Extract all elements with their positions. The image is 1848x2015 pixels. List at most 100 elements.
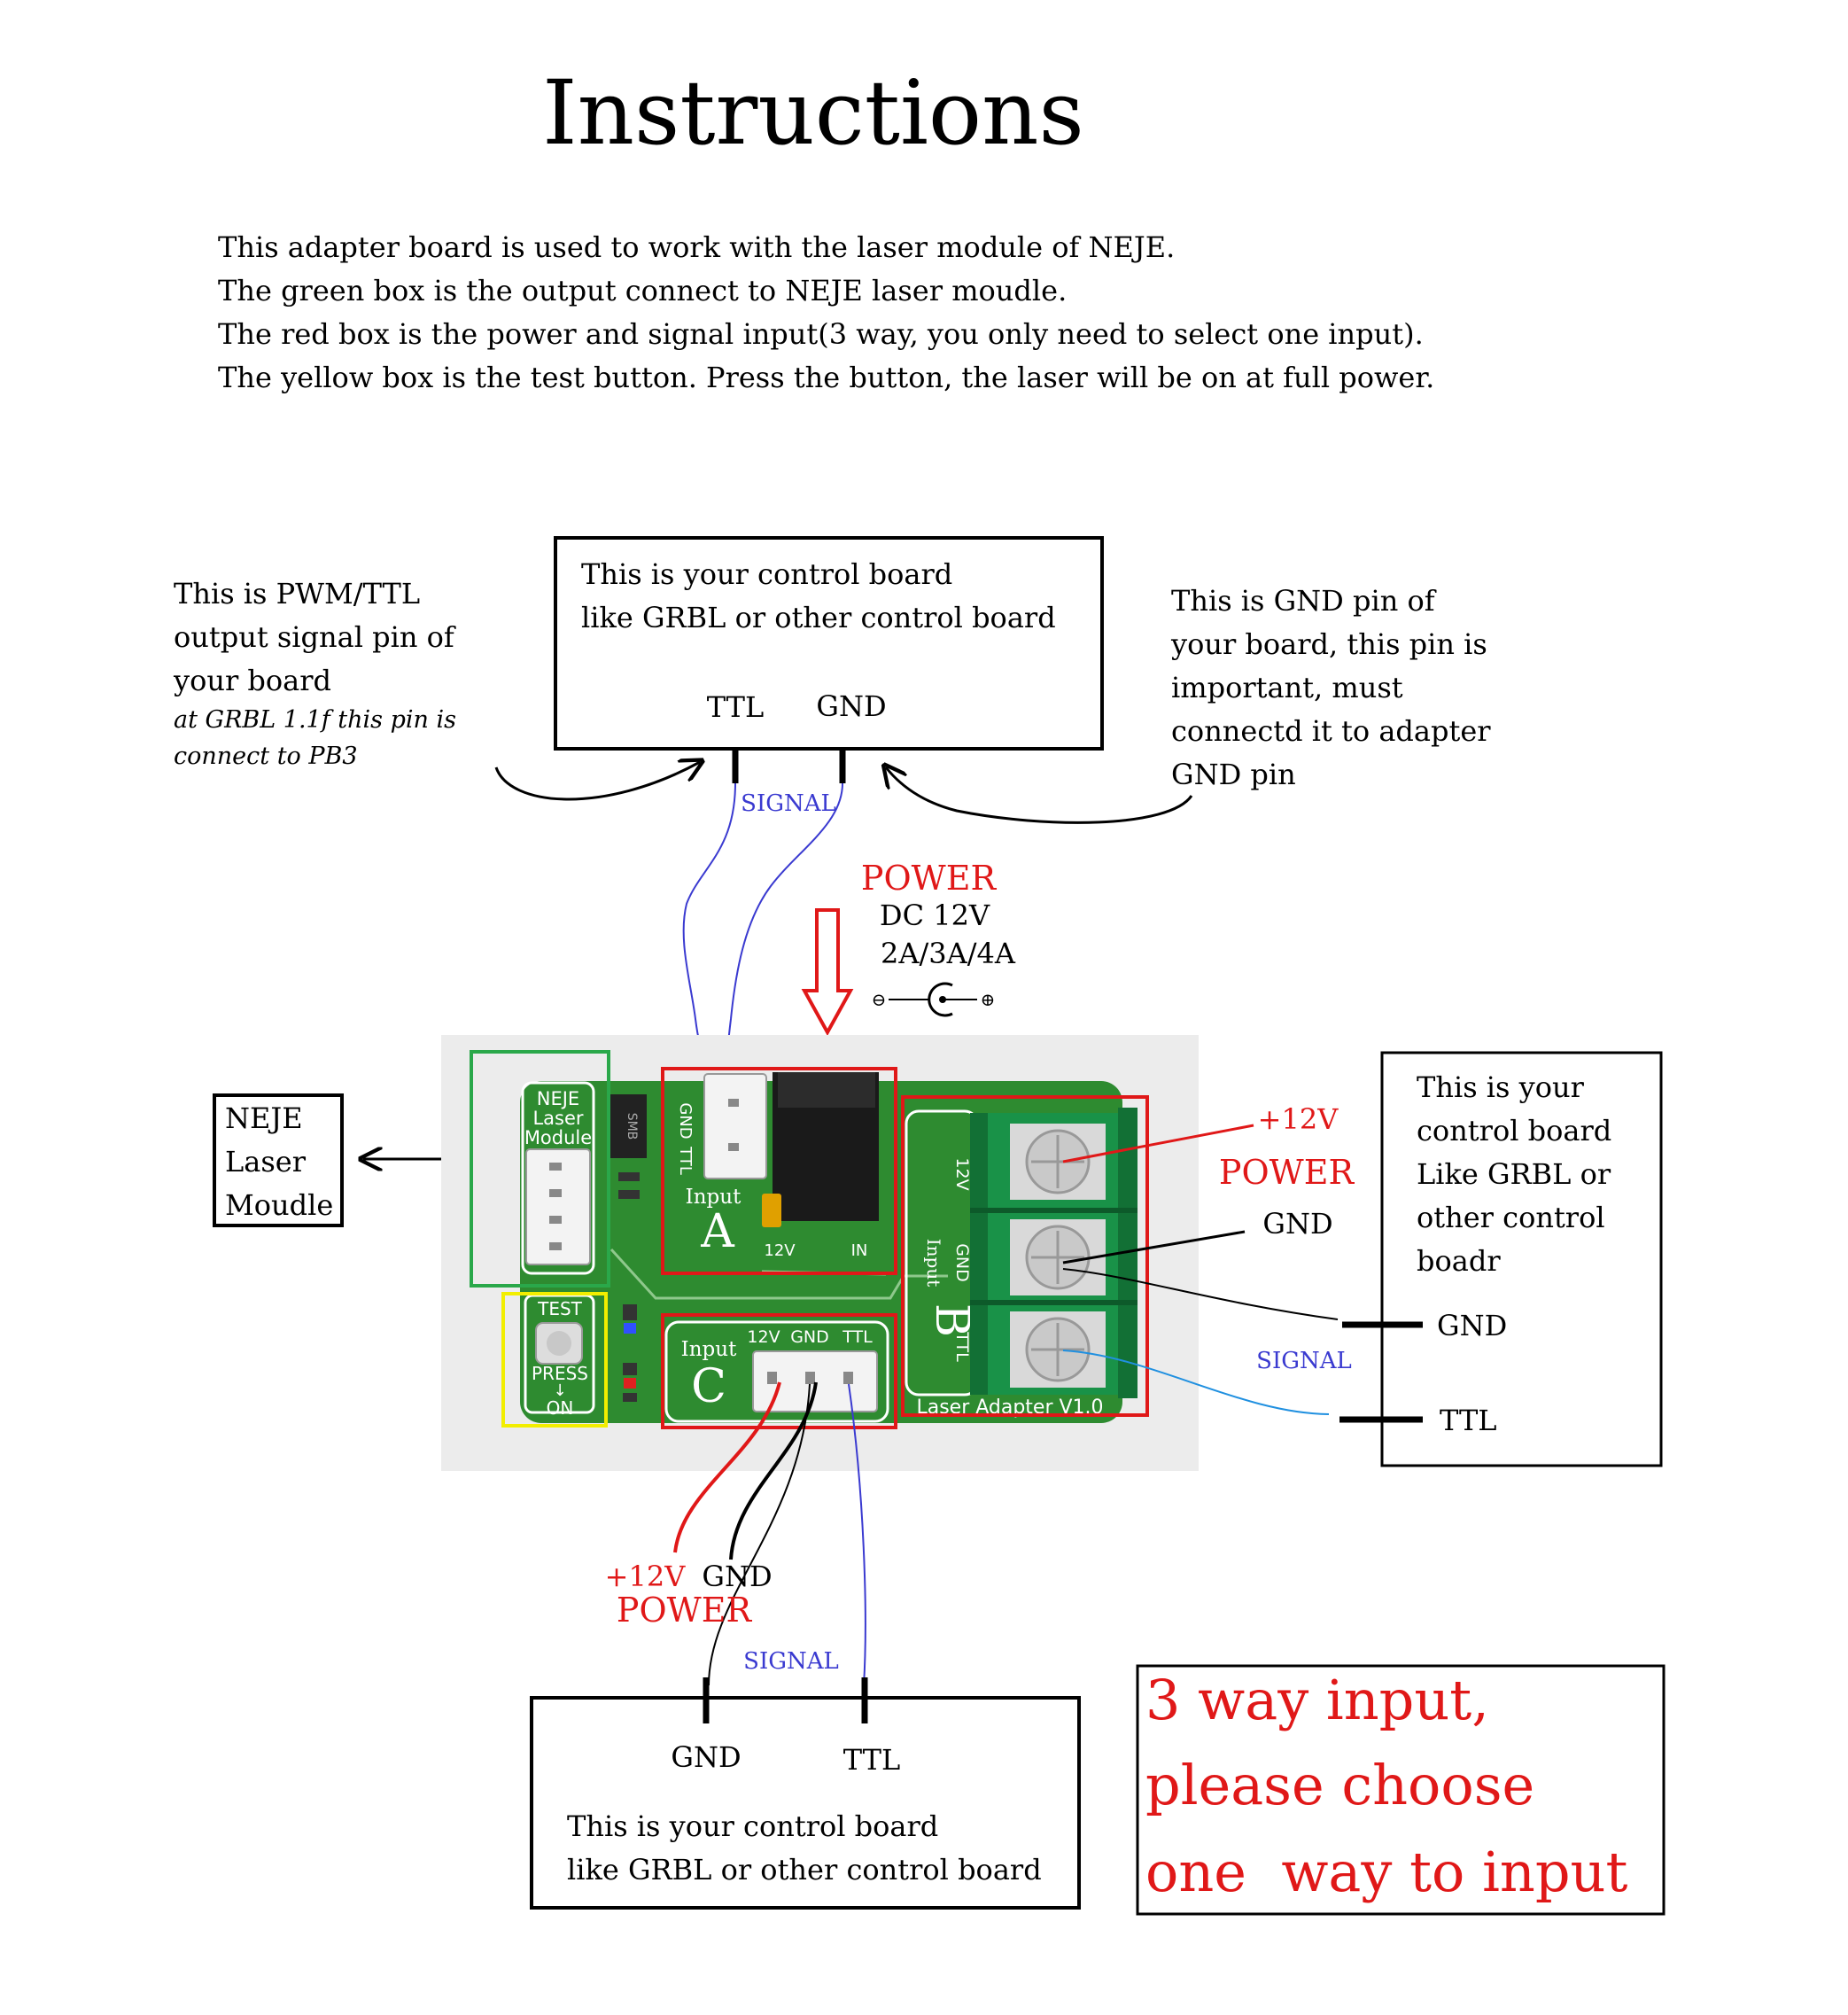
intro-line: The red box is the power and signal inpu… [218,317,1424,351]
pcb-on: ON [547,1397,574,1419]
right-signal-label: SIGNAL [1256,1348,1352,1374]
pcb-arrow: ↓ [553,1381,566,1400]
gnd-note-line: important, must [1171,671,1403,704]
pwm-note-line: output signal pin of [174,620,456,654]
right-board-line: control board [1417,1114,1611,1148]
right-board-line: Like GRBL or [1417,1157,1611,1191]
bottom-power-label: POWER [617,1591,753,1630]
pcb-board: NEJE Laser Module SMB GND TTL Input A 12… [441,1035,1199,1471]
led-red [624,1378,636,1389]
gnd-note-line: your board, this pin is [1170,627,1487,661]
three-way-note: 3 way input, please choose one way to in… [1136,1664,1666,1916]
pwm-note-line: your board [173,664,331,697]
page-title: Instructions [542,61,1084,165]
right-plus12-label: +12V [1258,1102,1339,1136]
intro-line: The green box is the output connect to N… [218,274,1067,307]
neje-laser-module-box: NEJE Laser Moudle [213,1093,454,1227]
pcb-b-ttl: TTL [952,1331,972,1362]
gnd-arrow [886,767,1193,824]
power-down-arrow [801,908,854,1037]
bottom-board-gnd: GND [671,1740,741,1774]
bottom-gnd-label: GND [702,1560,772,1593]
red-input-a-highlight [661,1067,897,1275]
gnd-note-line: This is GND pin of [1171,584,1437,618]
pcb-letter-c: C [691,1360,726,1413]
top-ttl-label: TTL [707,690,765,724]
pcb-in: IN [851,1241,868,1260]
yellow-test-highlight [501,1292,608,1428]
b-ttl-wire [1062,1350,1330,1415]
c-gnd-wire [729,1381,818,1560]
bottom-plus12-label: +12V [605,1560,687,1593]
top-board-line: This is your control board [581,557,952,591]
b-12v-wire [1062,1124,1254,1163]
top-signal-label: SIGNAL [741,790,836,817]
pwm-note-italic: at GRBL 1.1f this pin is [174,706,456,734]
pcb-trace [610,1248,948,1300]
bottom-board-box [530,1696,1081,1910]
right-board-ttl: TTL [1440,1404,1497,1437]
bottom-board-ttl: TTL [843,1743,901,1777]
pcb-press: PRESS [532,1363,588,1384]
right-board-gnd: GND [1437,1309,1507,1342]
red-input-b-highlight [901,1095,1149,1417]
gnd-note: This is GND pin of your board, this pin … [1170,584,1491,791]
jst-pin [767,1372,777,1384]
neje-line: NEJE [225,1101,303,1135]
jst-pin [805,1372,815,1384]
c-gnd-to-board-wire [708,1383,811,1686]
input-a-connector [703,1073,767,1179]
c-12v-wire [673,1381,781,1553]
jst-pin [549,1189,562,1197]
smd-part [618,1172,640,1181]
pcb-a-ttl: TTL [676,1146,695,1175]
power-a-title: POWER [861,859,998,898]
smb-diode [610,1094,647,1158]
intro-text: This adapter board is used to work with … [218,230,1434,394]
power-input-a: POWER DC 12V 2A/3A/4A ⊖ ⊕ [801,859,1016,1037]
pcb-12v: 12V [764,1241,796,1260]
led-blue [624,1323,636,1334]
dc-jack-icon [928,982,953,1017]
jst-pin [549,1242,562,1250]
pcb-module-label: Laser [532,1108,583,1129]
jst-connector [525,1148,591,1265]
right-board-line: boadr [1417,1244,1501,1278]
led-component [623,1363,637,1375]
gnd-note-line: GND pin [1171,758,1296,791]
right-power-label: POWER [1219,1153,1355,1192]
neje-line: Laser [225,1145,307,1179]
smb-label: SMB [625,1113,639,1140]
pcb-letter-b: B [925,1303,978,1337]
plus-icon: ⊕ [981,989,996,1010]
bottom-control-board: GND TTL This is your control board like … [530,1677,1081,1910]
right-board-box [1380,1051,1663,1467]
module-outline [521,1081,595,1275]
three-way-line: please choose [1145,1753,1534,1817]
pcb-test: TEST [537,1298,583,1319]
jst-pin [728,1099,739,1107]
power-a-current: 2A/3A/4A [881,937,1016,970]
red-input-c-highlight [661,1313,897,1429]
right-board-line: other control [1417,1201,1605,1234]
pcb-b-input: Input [923,1239,944,1288]
top-board-box [554,536,1104,751]
three-way-line: 3 way input, [1145,1668,1489,1732]
pcb-b-gnd: GND [952,1243,972,1282]
pwm-note-line: This is PWM/TTL [174,577,420,611]
bottom-board-line: like GRBL or other control board [567,1853,1042,1887]
minus-icon: ⊖ [872,989,887,1010]
top-control-board: This is your control board like GRBL or … [554,536,1104,783]
pcb-input-a: Input [686,1186,742,1209]
power-a-spec: DC 12V [880,899,990,932]
capacitor [762,1194,781,1227]
right-gnd-label: GND [1262,1207,1332,1241]
b-gnd-wire [1062,1230,1246,1264]
input-c-outline [664,1320,889,1423]
jst-pin [728,1143,739,1151]
pcb-c-gnd: GND [790,1327,829,1347]
intro-line: The yellow box is the test button. Press… [218,361,1434,394]
pcb-module-label: NEJE [537,1088,579,1109]
green-output-highlight [470,1050,610,1288]
pcb-b-12v: 12V [952,1157,972,1190]
